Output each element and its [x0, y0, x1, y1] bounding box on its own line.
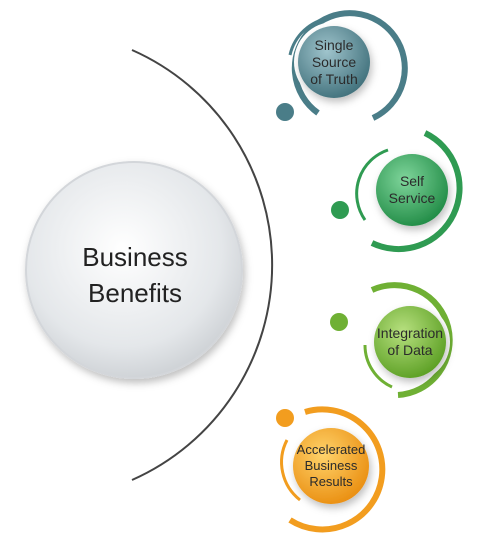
inner-ring-arc: [355, 148, 389, 221]
benefit-circle: [374, 306, 446, 378]
connector-dot: [276, 103, 294, 121]
center-circle: [25, 161, 243, 379]
benefit-circle: [376, 154, 448, 226]
benefit-circle: [298, 26, 370, 98]
inner-ring-arc: [280, 439, 301, 502]
benefit-label-accelerated-business-results: Accelerated Business Results: [296, 442, 366, 489]
outer-ring-arc: [291, 10, 408, 121]
connector-arc: [131, 49, 274, 481]
outer-ring-arc: [370, 130, 463, 253]
connector-dot: [330, 313, 348, 331]
benefit-label-single-source-of-truth: Single Source of Truth: [310, 36, 358, 87]
outer-ring-arc: [288, 406, 386, 533]
benefit-circle: [293, 428, 369, 504]
benefit-node-single-source-of-truth: [276, 10, 408, 121]
benefit-label-integration-of-data: Integration of Data: [376, 325, 444, 358]
benefit-node-self-service: [331, 130, 463, 253]
connector-dot: [331, 201, 349, 219]
benefit-node-integration-of-data: [330, 282, 453, 398]
inner-ring-arc: [363, 344, 393, 389]
connector-dot: [276, 409, 294, 427]
outer-ring-arc: [370, 282, 453, 398]
center-title: Business Benefits: [82, 242, 188, 308]
benefit-label-self-service: Self Service: [388, 173, 436, 206]
inner-ring-arc: [288, 16, 331, 56]
benefit-node-accelerated-business-results: [276, 406, 386, 533]
